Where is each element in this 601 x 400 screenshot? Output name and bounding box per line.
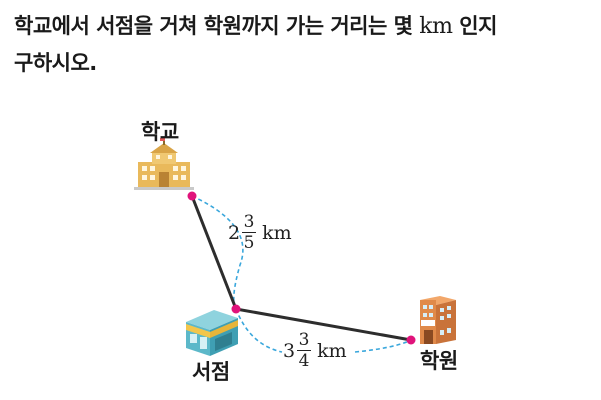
academy-building-icon: [420, 296, 456, 344]
distance-whole: 3: [283, 339, 296, 362]
dashed-arc-bookstore-academy: [235, 308, 412, 353]
point-bookstore: [231, 304, 241, 314]
question-line1-end: 인지: [452, 14, 497, 38]
fraction-bar: [242, 232, 257, 234]
distance-unit: km: [317, 339, 347, 362]
distance-school-bookstore: 2 3 5 km: [228, 213, 292, 252]
question-text: 학교에서 서점을 거쳐 학원까지 가는 거리는 몇 km 인지 구하시오.: [14, 8, 589, 82]
point-school: [187, 191, 197, 201]
question-line1-text: 학교에서 서점을 거쳐 학원까지 가는 거리는 몇: [14, 14, 420, 38]
point-academy: [406, 335, 416, 345]
academy-label: 학원: [420, 349, 458, 373]
question-unit: km: [419, 14, 453, 39]
route-school-bookstore: [190, 195, 238, 310]
school-label: 학교: [141, 120, 179, 144]
question-line2-text: 구하시오.: [14, 51, 97, 75]
distance-fraction: 3 5: [242, 212, 257, 254]
fraction-numerator: 3: [298, 330, 310, 350]
distance-whole: 2: [228, 221, 241, 244]
fraction-denominator: 4: [298, 351, 310, 372]
fraction-denominator: 5: [243, 233, 255, 254]
distance-fraction: 3 4: [297, 330, 312, 372]
distance-unit: km: [262, 221, 292, 244]
fraction-numerator: 3: [243, 212, 255, 232]
bookstore-label: 서점: [192, 360, 230, 384]
school-building-icon: [134, 138, 194, 190]
route-bookstore-academy: [235, 307, 412, 342]
bookstore-building-icon: [186, 310, 238, 356]
fraction-bar: [297, 350, 312, 352]
distance-bookstore-academy: 3 3 4 km: [283, 331, 347, 370]
